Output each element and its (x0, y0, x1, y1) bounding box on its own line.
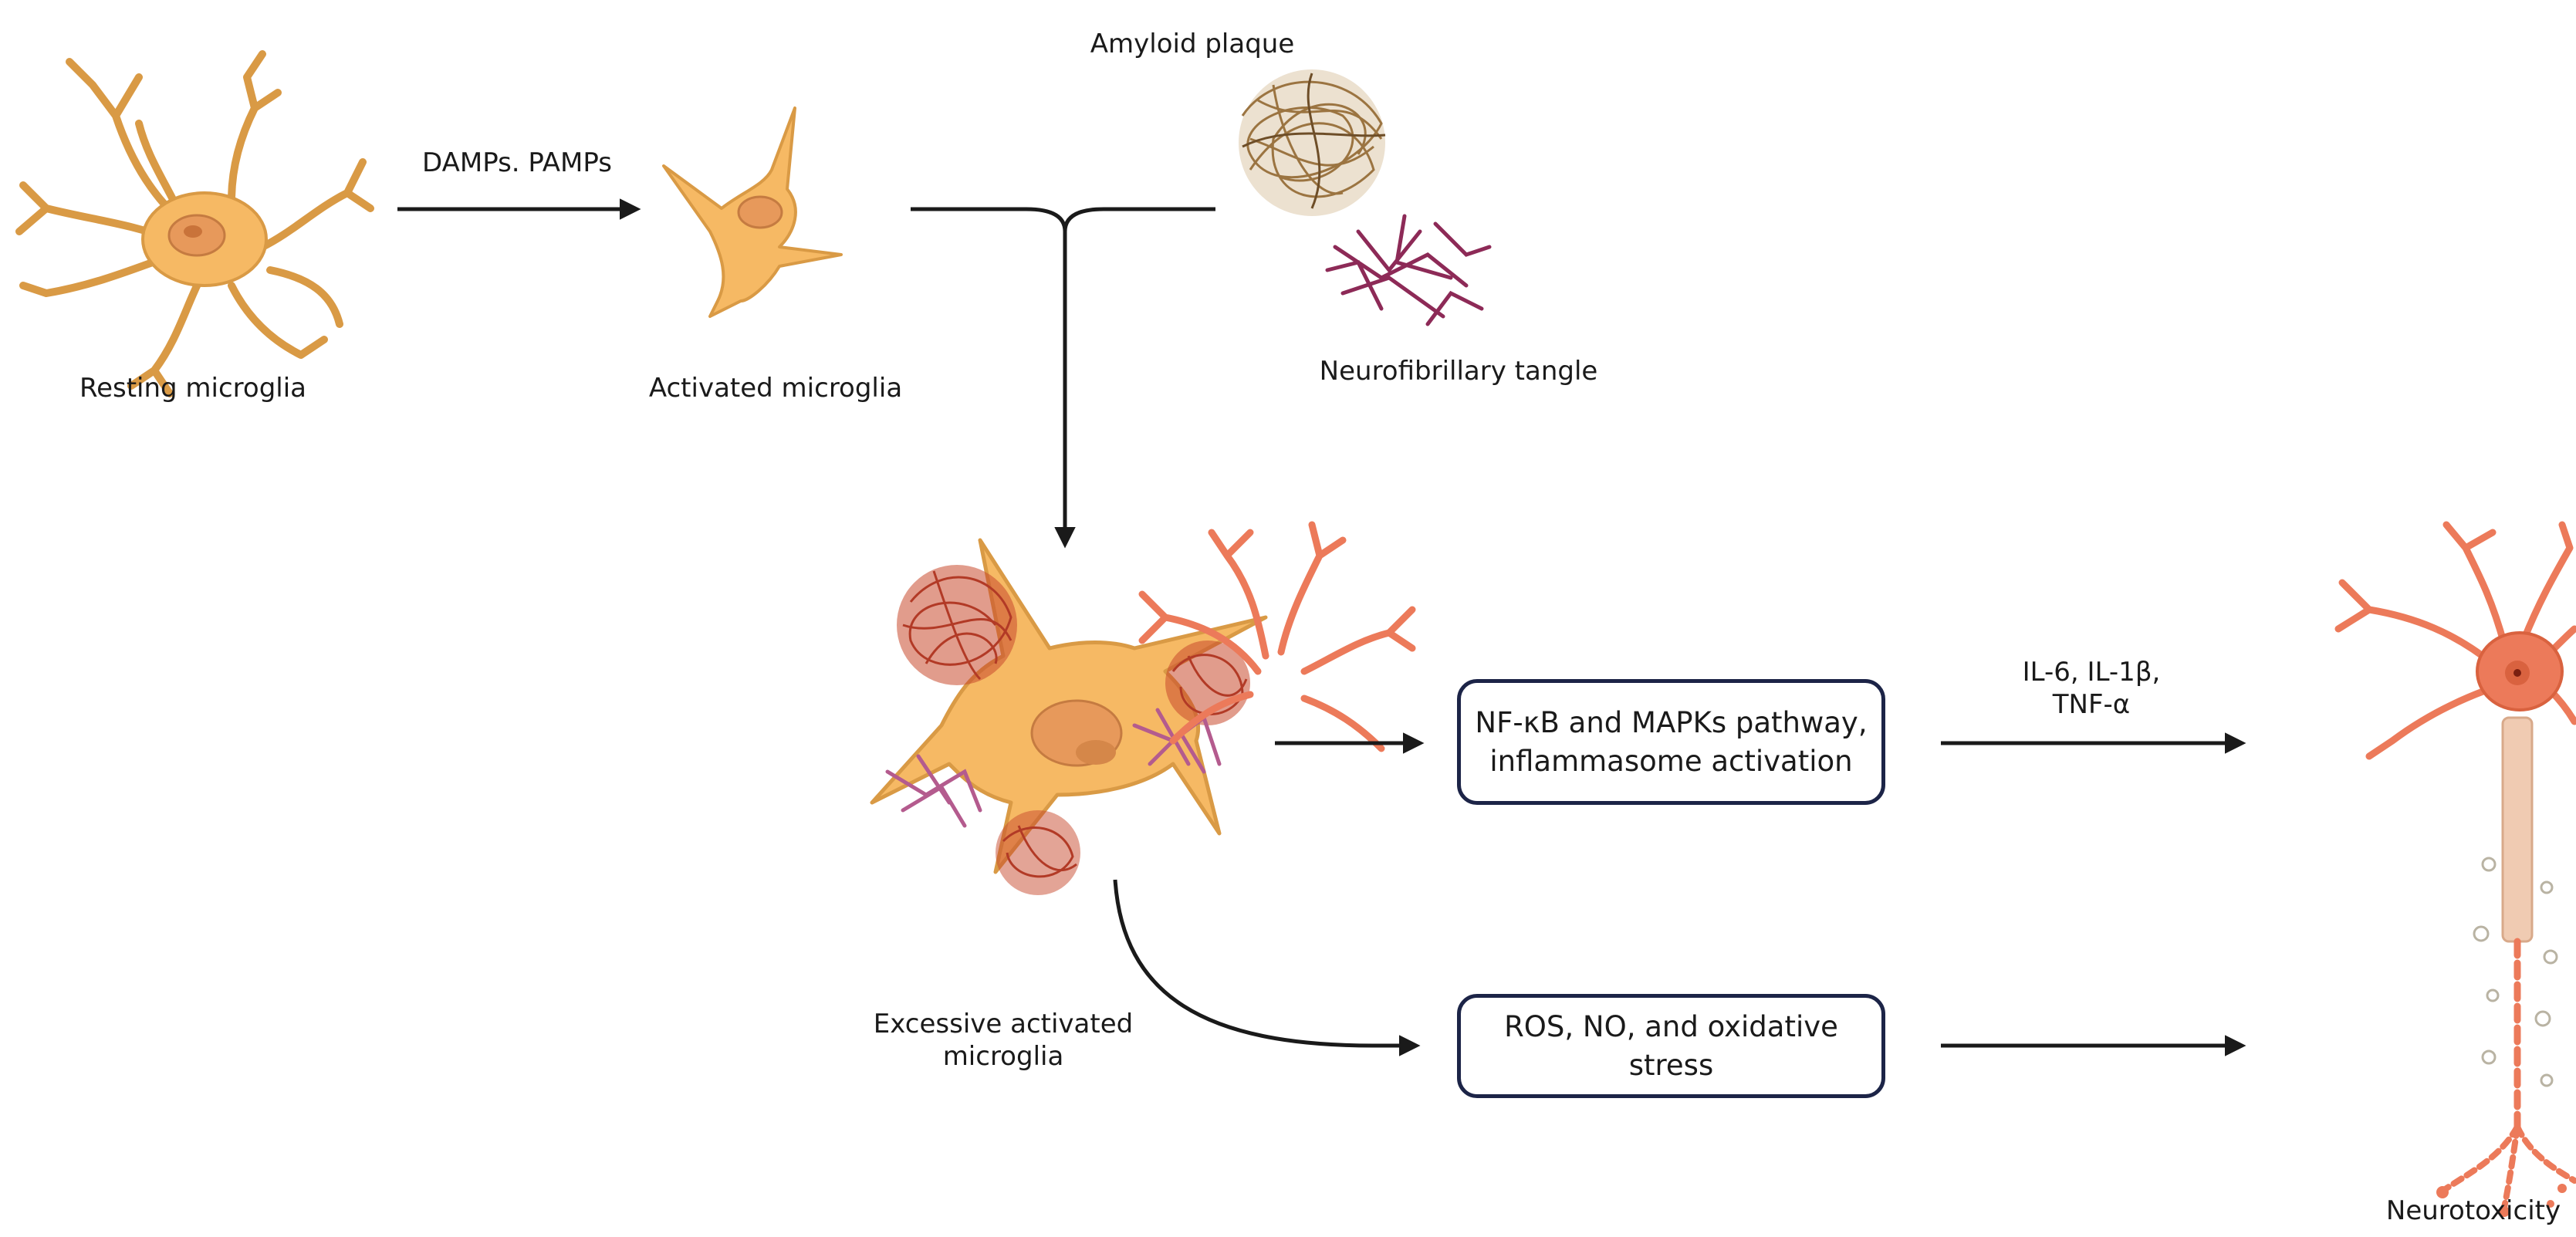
label-excessive-line1: Excessive activated (873, 1009, 1134, 1039)
ros-box: ROS, NO, and oxidative stress (1457, 994, 1885, 1098)
label-cytokines: IL-6, IL-1β, TNF-α (1968, 656, 2215, 721)
ros-box-text: ROS, NO, and oxidative stress (1504, 1009, 1838, 1082)
bracket-merge (911, 207, 1215, 232)
pathway-box-line2: inflammasome activation (1489, 744, 1853, 778)
engulfed-plaque-bottom (996, 810, 1080, 895)
label-neurofibrillary-tangle: Neurofibrillary tangle (1319, 356, 1598, 387)
pathway-box: NF-κB and MAPKs pathway, inflammasome ac… (1457, 679, 1885, 805)
label-excessive-line2: microglia (942, 1041, 1064, 1072)
label-resting-microglia: Resting microglia (79, 373, 307, 404)
neurofibrillary-tangle (1325, 214, 1492, 326)
label-excessive-microglia: Excessive activated microglia (872, 1008, 1134, 1073)
damaged-neuron (2334, 521, 2576, 1217)
neuron-dendrites (1138, 521, 1416, 752)
label-cytokines-line1: IL-6, IL-1β, (2022, 657, 2161, 688)
label-activated-microglia: Activated microglia (648, 373, 903, 404)
arrow-curve-to-ros (1113, 879, 1421, 1056)
excessive-microglia-nucleolus (1076, 740, 1116, 765)
label-neurotoxicity: Neurotoxicity (2385, 1195, 2561, 1226)
resting-microglia-cell (15, 50, 374, 397)
resting-microglia-nucleolus (184, 225, 202, 238)
pathway-box-line1: NF-κB and MAPKs pathway, (1475, 705, 1868, 739)
engulfed-tangle-left (885, 754, 982, 828)
engulfed-plaque-large (897, 565, 1017, 685)
label-cytokines-line2: TNF-α (2052, 689, 2131, 720)
label-amyloid-plaque: Amyloid plaque (1090, 29, 1295, 59)
label-damps-pamps: DAMPs. PAMPs (422, 147, 612, 178)
amyloid-plaque (1239, 69, 1386, 216)
activated-microglia-nucleus (737, 195, 783, 229)
